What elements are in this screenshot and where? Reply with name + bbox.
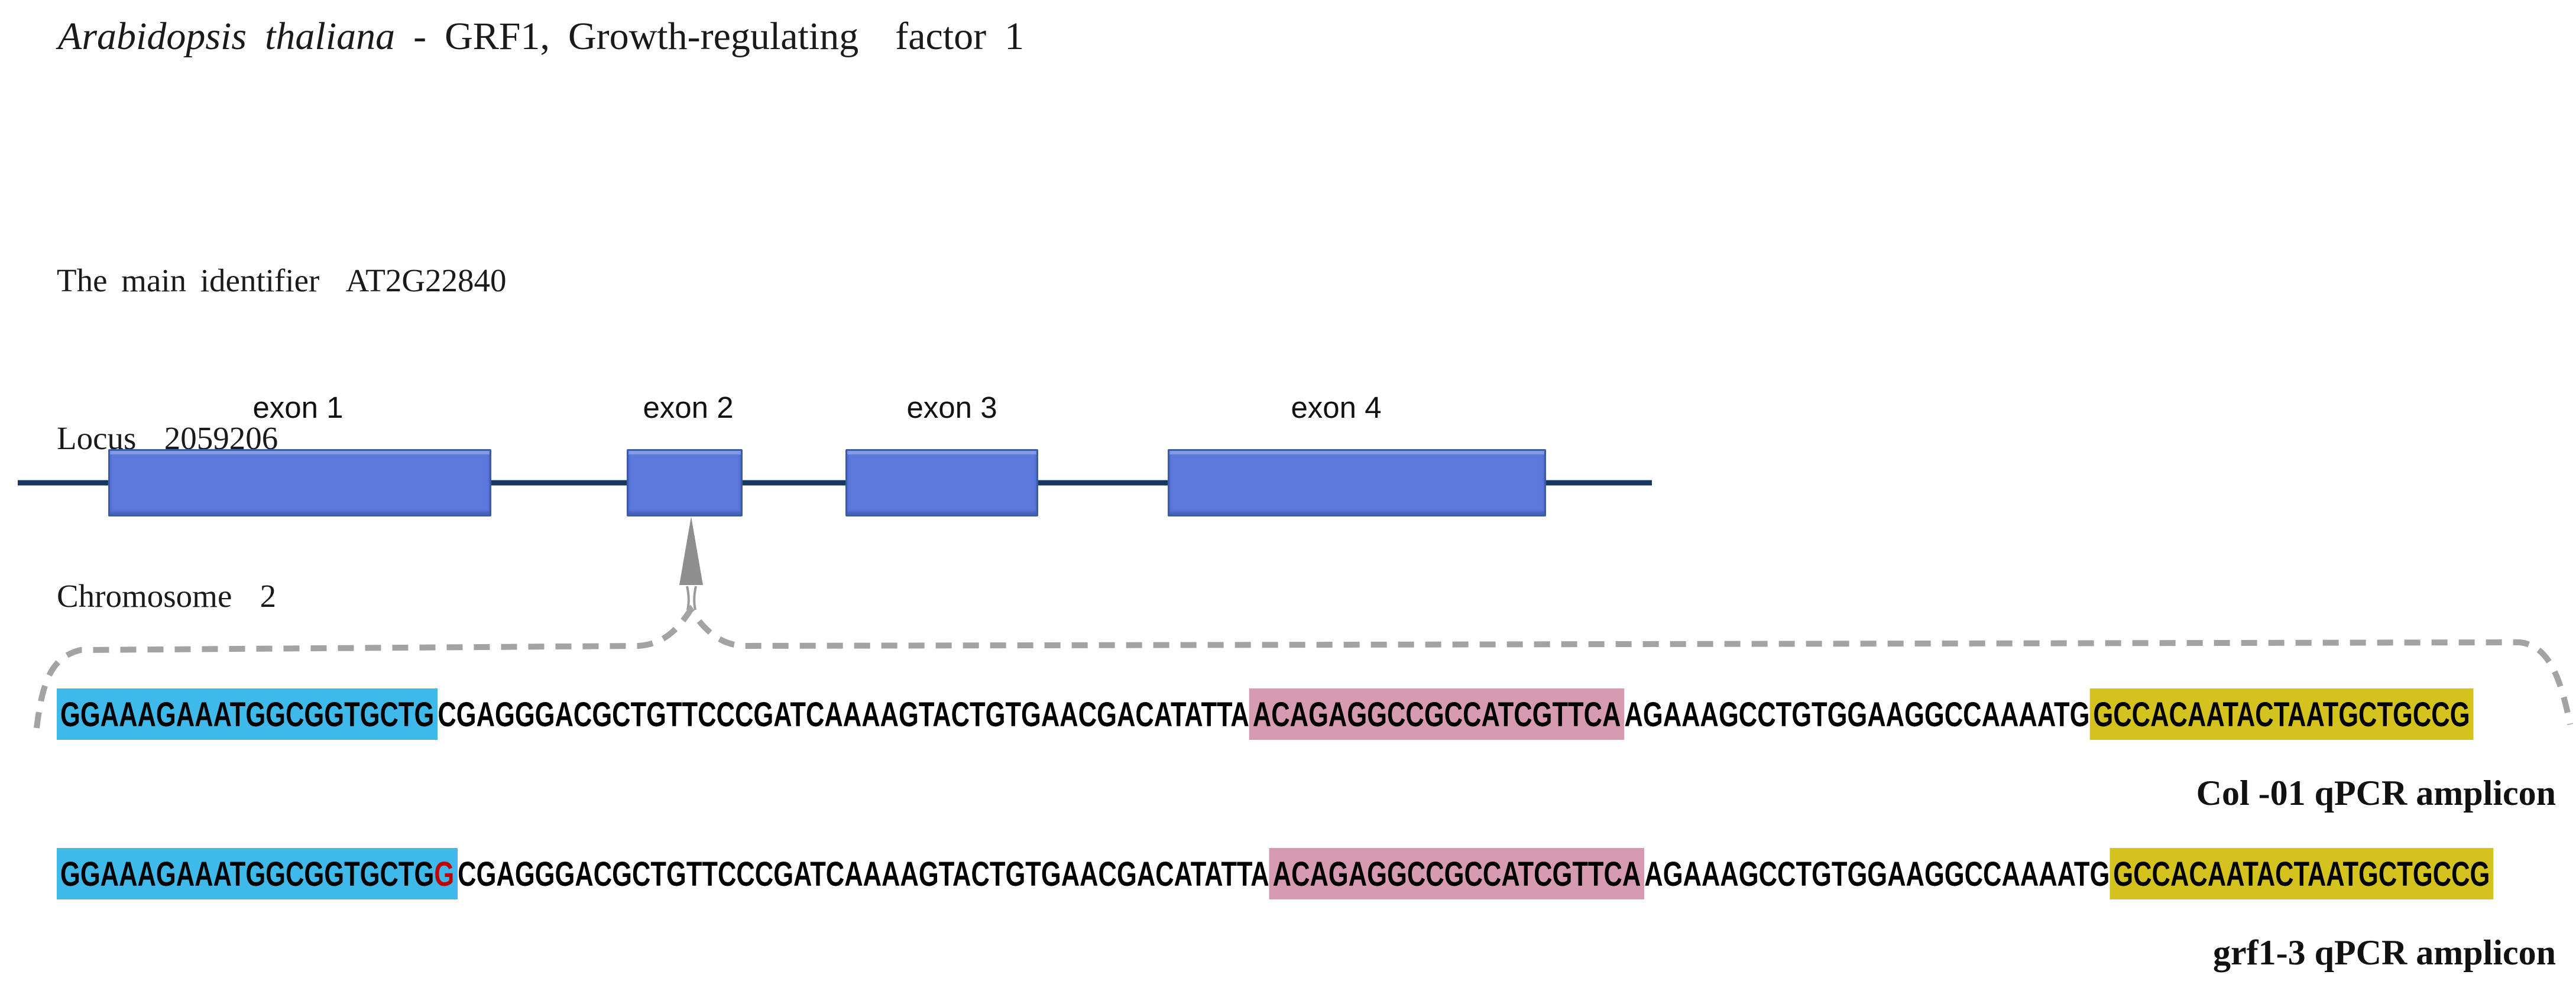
exon-4-box <box>1168 449 1546 516</box>
exon-2-label: exon 2 <box>643 391 734 424</box>
col0-linker2: AGAAAGCCTGTGGAAGGCCAAAATG <box>1624 696 2090 734</box>
col0-linker1: CGAGGGACGCTGTTCCCGATCAAAAGTACTGTGAACGACA… <box>438 696 1249 734</box>
col0-forward-primer-highlight: GGAAAGAAATGGCGGTGCTG <box>57 688 438 740</box>
species-name: Arabidopsis thaliana <box>58 15 396 58</box>
col0-probe-highlight: ACAGAGGCCGCCATCGTTCA <box>1249 688 1625 740</box>
sequence-region-dashed-brace <box>34 605 2573 729</box>
exon-4-label: exon 4 <box>1291 391 1382 424</box>
arrow-tail-lines <box>686 586 697 610</box>
gene-chromosome-line: Chromosome 2 <box>57 578 277 614</box>
grf1-3-linker2: AGAAAGCCTGTGGAAGGCCAAAATG <box>1644 855 2110 893</box>
grf1-3-probe-highlight: ACAGAGGCCGCCATCGTTCA <box>1269 848 1645 899</box>
exon2-pointer-arrow-icon <box>679 516 703 585</box>
exon-1-box <box>108 449 491 516</box>
exon-3-label: exon 3 <box>906 391 997 424</box>
figure-title: Arabidopsis thaliana - GRF1, Growth-regu… <box>58 14 1024 59</box>
grf1-3-amplicon-label: grf1-3 qPCR amplicon <box>2213 933 2556 972</box>
col0-amplicon-label: Col -01 qPCR amplicon <box>2196 774 2556 813</box>
exon-2-box <box>627 449 743 516</box>
gene-identifier-line: The main identifier AT2G22840 <box>57 262 507 298</box>
grf1-3-forward-primer-highlight: GGAAAGAAATGGCGGTGCTGG <box>57 848 458 899</box>
col0-reverse-primer-highlight: GCCACAATACTAATGCTGCCG <box>2089 688 2474 740</box>
grf1-3-reverse-primer-highlight: GCCACAATACTAATGCTGCCG <box>2110 848 2494 899</box>
exon-3-box <box>845 449 1038 516</box>
gene-title-suffix: - GRF1, Growth-regulating factor 1 <box>395 15 1025 58</box>
grf1-3-inserted-nucleotide: G <box>434 855 455 893</box>
grf1-3-linker1: CGAGGGACGCTGTTCCCGATCAAAAGTACTGTGAACGACA… <box>458 855 1269 893</box>
exon-1-label: exon 1 <box>252 391 344 424</box>
gene-info-block: The main identifier AT2G22840 Locus 2059… <box>57 149 507 675</box>
grf1-3-forward-primer: GGAAAGAAATGGCGGTGCTG <box>60 855 435 893</box>
